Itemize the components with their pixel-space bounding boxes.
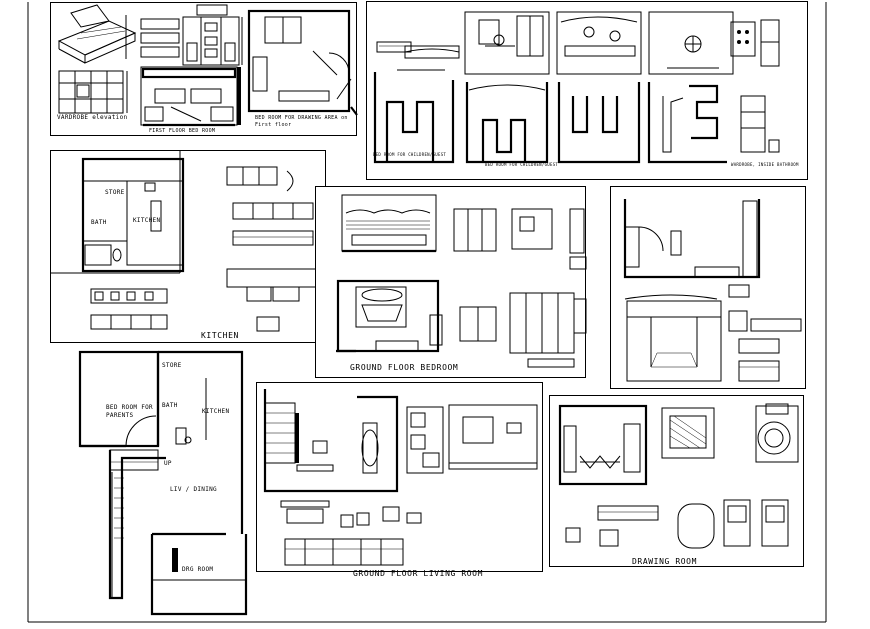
kitchen-room-label: KITCHEN (133, 217, 161, 224)
wardrobe-inside-bathroom-label: WARDROBE, INSIDE BATHROOM (731, 162, 799, 167)
first-floor-bedroom-drawings (57, 4, 358, 127)
bed-room-drawing-area-label: BED ROOM FOR DRAWING AREA on First floor (255, 115, 348, 128)
panel-wardrobe-details (610, 186, 806, 389)
up-label: UP (164, 460, 172, 467)
first-floor-bed-room-label: FIRST FLOOR BED ROOM (149, 128, 216, 134)
panel-drawing-room: DRAWING ROOM (549, 395, 804, 567)
drawing-room-drawings (558, 403, 799, 549)
panel-kitchen: STORE BATH KITCHEN KITCHEN (50, 150, 326, 343)
kitchen-label: KITCHEN (202, 408, 230, 415)
panel-first-floor-bedroom: VARDROBE elevation FIRST FLOOR BED ROOM … (50, 2, 358, 136)
panel-children-bedroom: BED ROOM FOR CHILDREN/GUEST BED ROOM FOR… (366, 1, 808, 180)
drg-room-label: DRG ROOM (182, 566, 214, 573)
ground-floor-bedroom-drawings (336, 194, 587, 368)
panel-ground-floor-bedroom: GROUND FLOOR BEDROOM (315, 186, 587, 378)
store-label: STORE (162, 362, 182, 369)
kitchen-drawings (51, 151, 326, 332)
kitchen-bath-label: BATH (91, 219, 107, 226)
wardrobe-detail-drawings (623, 199, 802, 382)
kitchen-title: KITCHEN (201, 331, 239, 340)
ground-floor-plan-drawing (78, 350, 248, 616)
ground-floor-living-room-title: GROUND FLOOR LIVING ROOM (353, 569, 483, 578)
children-bedroom-drawings (373, 11, 780, 164)
ground-floor-bedroom-title: GROUND FLOOR BEDROOM (350, 363, 459, 372)
kitchen-store-label: STORE (105, 189, 125, 196)
living-room-drawings (263, 389, 538, 566)
bed-room-children-label: BED ROOM FOR CHILDREN/GUEST (373, 152, 447, 157)
panel-ground-floor-plan: BED ROOM FOR PARENTS STORE BATH KITCHEN … (66, 348, 266, 624)
bed-room-children-label-2: BED ROOM FOR CHILDREN/GUEST (485, 162, 559, 167)
wardrobe-elevation-label: VARDROBE elevation (57, 114, 128, 121)
panel-ground-floor-living-room: GROUND FLOOR LIVING ROOM (256, 382, 543, 578)
bath-label: BATH (162, 402, 178, 409)
liv-dining-label: LIV / DINING (170, 486, 217, 493)
drawing-room-title: DRAWING ROOM (632, 557, 697, 566)
bed-room-for-parents-label: BED ROOM FOR PARENTS (106, 404, 153, 419)
